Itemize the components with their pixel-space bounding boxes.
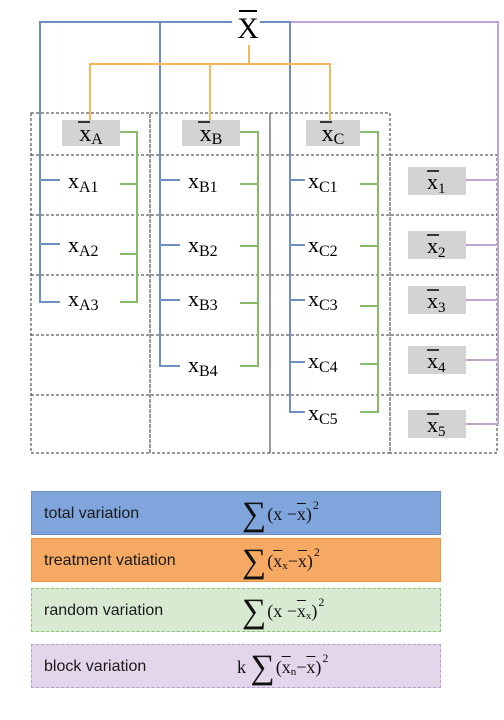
block-mean-1-sub: 1 <box>438 181 446 197</box>
svg-text:xC4: xC4 <box>308 348 338 376</box>
obs-b2-sub: B2 <box>199 243 218 260</box>
group-mean-b: x <box>200 121 212 147</box>
obs-b2: x <box>188 232 199 257</box>
obs-a3: x <box>68 286 79 311</box>
block-mean-1: x <box>427 169 438 194</box>
svg-text:xB1: xB1 <box>188 168 218 196</box>
obs-c2-sub: C2 <box>319 243 338 260</box>
obs-a1-sub: A1 <box>79 179 99 196</box>
data-grid <box>30 112 498 454</box>
block-means: x1 x2 x3 x4 x5 <box>408 167 466 440</box>
group-means: xA xB xC <box>62 120 360 148</box>
block-mean-bars <box>427 170 439 415</box>
obs-a1: x <box>68 168 79 193</box>
group-mean-box-c <box>306 120 360 146</box>
obs-c1: x <box>308 168 319 193</box>
group-mean-a-sub: A <box>91 131 103 148</box>
svg-text:x2: x2 <box>427 233 446 261</box>
obs-b1: x <box>188 168 199 193</box>
svg-text:xB2: xB2 <box>188 232 218 260</box>
legend-random-label: random variation <box>44 602 164 619</box>
obs-c1-sub: C1 <box>319 179 338 196</box>
block-mean-3-sub: 3 <box>438 300 446 316</box>
block-mean-4-sub: 4 <box>438 360 446 376</box>
obs-b3: x <box>188 286 199 311</box>
group-c-observations: xC1 xC2 xC3 xC4 xC5 <box>308 168 338 428</box>
group-mean-box-a <box>62 120 120 146</box>
block-mean-3: x <box>427 288 438 313</box>
svg-text:xC2: xC2 <box>308 232 338 260</box>
svg-text:xB3: xB3 <box>188 286 218 314</box>
treatment-connectors <box>89 45 331 120</box>
grand-mean: X <box>237 10 259 45</box>
block-connectors <box>272 21 499 425</box>
obs-c2: x <box>308 232 319 257</box>
obs-b4: x <box>188 352 199 377</box>
obs-c5-sub: C5 <box>319 411 338 428</box>
obs-c3: x <box>308 286 319 311</box>
obs-b1-sub: B1 <box>199 179 218 196</box>
block-mean-2: x <box>427 233 438 258</box>
svg-text:x5: x5 <box>427 412 446 440</box>
legend-treatment-label: treatment vatiation <box>44 552 176 569</box>
svg-text:xA3: xA3 <box>68 286 99 314</box>
obs-b4-sub: B4 <box>199 363 218 380</box>
obs-c5: x <box>308 400 319 425</box>
block-mean-2-sub: 2 <box>438 245 446 261</box>
total-connectors <box>39 21 305 413</box>
obs-a3-sub: A3 <box>79 297 99 314</box>
legend-block-label: block variation <box>44 658 147 675</box>
svg-text:xA2: xA2 <box>68 232 99 260</box>
obs-c3-sub: C3 <box>319 297 338 314</box>
obs-a2: x <box>68 232 79 257</box>
legend-total-label: total variation <box>44 505 140 522</box>
obs-c4-sub: C4 <box>319 359 338 376</box>
block-mean-4: x <box>427 348 438 373</box>
legend-total: total variation ∑(x − x)2 <box>31 491 441 535</box>
obs-c4: x <box>308 348 319 373</box>
group-mean-b-sub: B <box>212 131 223 148</box>
svg-text:xC: xC <box>322 121 345 148</box>
svg-text:xA1: xA1 <box>68 168 99 196</box>
group-mean-c: x <box>322 121 334 147</box>
total-formula: ∑(x − x)2 <box>242 496 319 533</box>
group-a-observations: xA1 xA2 xA3 <box>68 168 99 314</box>
svg-text:xA: xA <box>79 121 103 148</box>
grand-mean-label: X <box>237 12 259 45</box>
group-mean-a: x <box>79 121 91 147</box>
group-b-observations: xB1 xB2 xB3 xB4 <box>188 168 218 380</box>
svg-text:x1: x1 <box>427 169 446 197</box>
svg-text:xC5: xC5 <box>308 400 338 428</box>
block-mean-5-sub: 5 <box>438 424 446 440</box>
svg-text:x4: x4 <box>427 348 446 376</box>
svg-text:xB: xB <box>200 121 223 148</box>
group-mean-box-b <box>182 120 240 146</box>
obs-a2-sub: A2 <box>79 243 99 260</box>
random-connectors <box>120 131 379 413</box>
svg-text:xC1: xC1 <box>308 168 338 196</box>
block-mean-5: x <box>427 412 438 437</box>
svg-text:X: X <box>237 12 259 45</box>
svg-text:x3: x3 <box>427 288 446 316</box>
group-mean-c-sub: C <box>334 131 345 148</box>
group-a-column <box>30 112 151 454</box>
svg-text:xC3: xC3 <box>308 286 338 314</box>
svg-text:xB4: xB4 <box>188 352 218 380</box>
group-c-column <box>269 112 391 454</box>
group-b-column <box>149 112 271 454</box>
obs-b3-sub: B3 <box>199 297 218 314</box>
